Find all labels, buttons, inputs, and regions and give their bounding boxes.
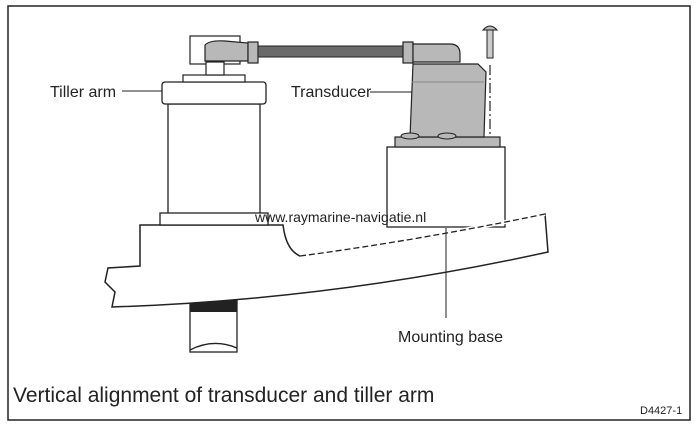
mounting-base-label: Mounting base — [398, 329, 503, 346]
linkage-rod — [204, 40, 461, 64]
transducer-label: Transducer — [291, 84, 372, 101]
tiller-arm-label: Tiller arm — [50, 84, 116, 101]
screw-icon — [481, 25, 499, 135]
rudder-shaft — [189, 297, 238, 353]
figure-caption: Vertical alignment of transducer and til… — [13, 384, 434, 407]
watermark: www.raymarine-navigatie.nl — [254, 209, 426, 225]
transducer — [400, 63, 487, 140]
figure-frame — [7, 5, 691, 421]
tiller-pillar — [159, 35, 269, 226]
figure-id: D4427-1 — [640, 405, 682, 417]
mounting-base — [299, 136, 546, 258]
